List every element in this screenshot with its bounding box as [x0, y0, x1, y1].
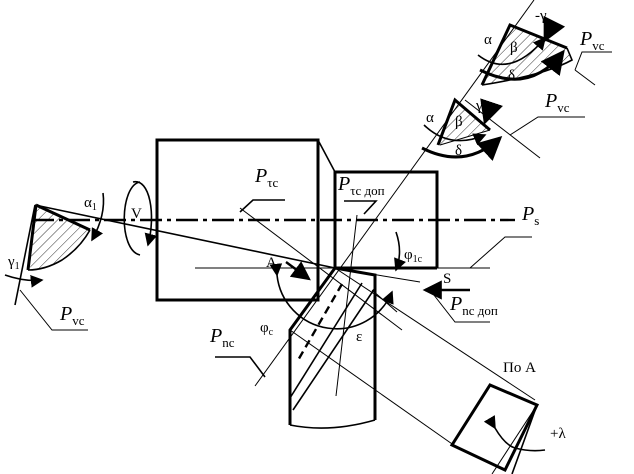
angle-arc-phi-c [269, 263, 394, 330]
label-beta-mid: β [455, 114, 463, 130]
label-v: V [131, 206, 142, 222]
label-delta-mid: δ [455, 143, 462, 159]
leader-p-s [469, 236, 532, 269]
label-s: S [443, 271, 451, 287]
reference-line-left [34, 204, 336, 269]
rotation-arrow-icon [123, 181, 158, 256]
left-section-profile [4, 192, 105, 306]
label-delta-top: δ [508, 68, 515, 84]
angle-arc-phi-1c [394, 231, 407, 272]
label-p-nc-dop: Pnc доп [449, 293, 498, 318]
label-phi-1c: φ1c [404, 247, 423, 265]
leader-p-nc-dop [429, 289, 490, 323]
view-a-arrow-icon [285, 261, 311, 281]
label-alpha-top: α [484, 32, 492, 48]
label-plus-lambda: +λ [550, 426, 566, 442]
leader-p-tc-dop [344, 200, 378, 215]
cutting-tool [288, 266, 398, 429]
label-gamma-mid: γ [475, 98, 483, 114]
label-phi-c: φc [260, 320, 274, 338]
section-a-line-lower [289, 329, 456, 447]
leader-p-tc [239, 199, 285, 213]
label-p-vc-top: Pvc [579, 28, 605, 53]
leader-p-nc [215, 356, 266, 378]
top-section-profile [477, 15, 574, 86]
label-alpha-1: α1 [84, 195, 97, 213]
label-beta-top: β [510, 40, 518, 56]
label-epsilon: ε [356, 329, 362, 345]
section-a-view [449, 383, 546, 474]
leader-p-vc-mid [509, 116, 585, 136]
label-a: A [266, 255, 277, 271]
section-a-line-upper [334, 267, 536, 401]
label-po-a: По А [503, 360, 536, 376]
label-p-tc: Pτc [254, 165, 278, 190]
plane-ptc-dop-line [335, 214, 358, 397]
workpiece-chamfer [317, 139, 336, 173]
label-alpha-mid: α [426, 110, 434, 126]
label-p-tc-dop: Pτc доп [337, 173, 385, 198]
label-gamma-1: γ1 [7, 254, 20, 272]
leader-p-vc-left [19, 289, 88, 331]
label-p-s: Ps [521, 203, 539, 228]
plane-pnc-line [254, 0, 535, 387]
label-p-vc-left: Pvc [59, 303, 85, 328]
label-minus-gamma: -γ [535, 8, 547, 24]
leader-p-vc-top [574, 51, 612, 71]
label-p-nc: Pnc [209, 325, 235, 350]
label-p-vc-mid: Pvc [544, 90, 570, 115]
middle-section-profile [421, 97, 504, 162]
